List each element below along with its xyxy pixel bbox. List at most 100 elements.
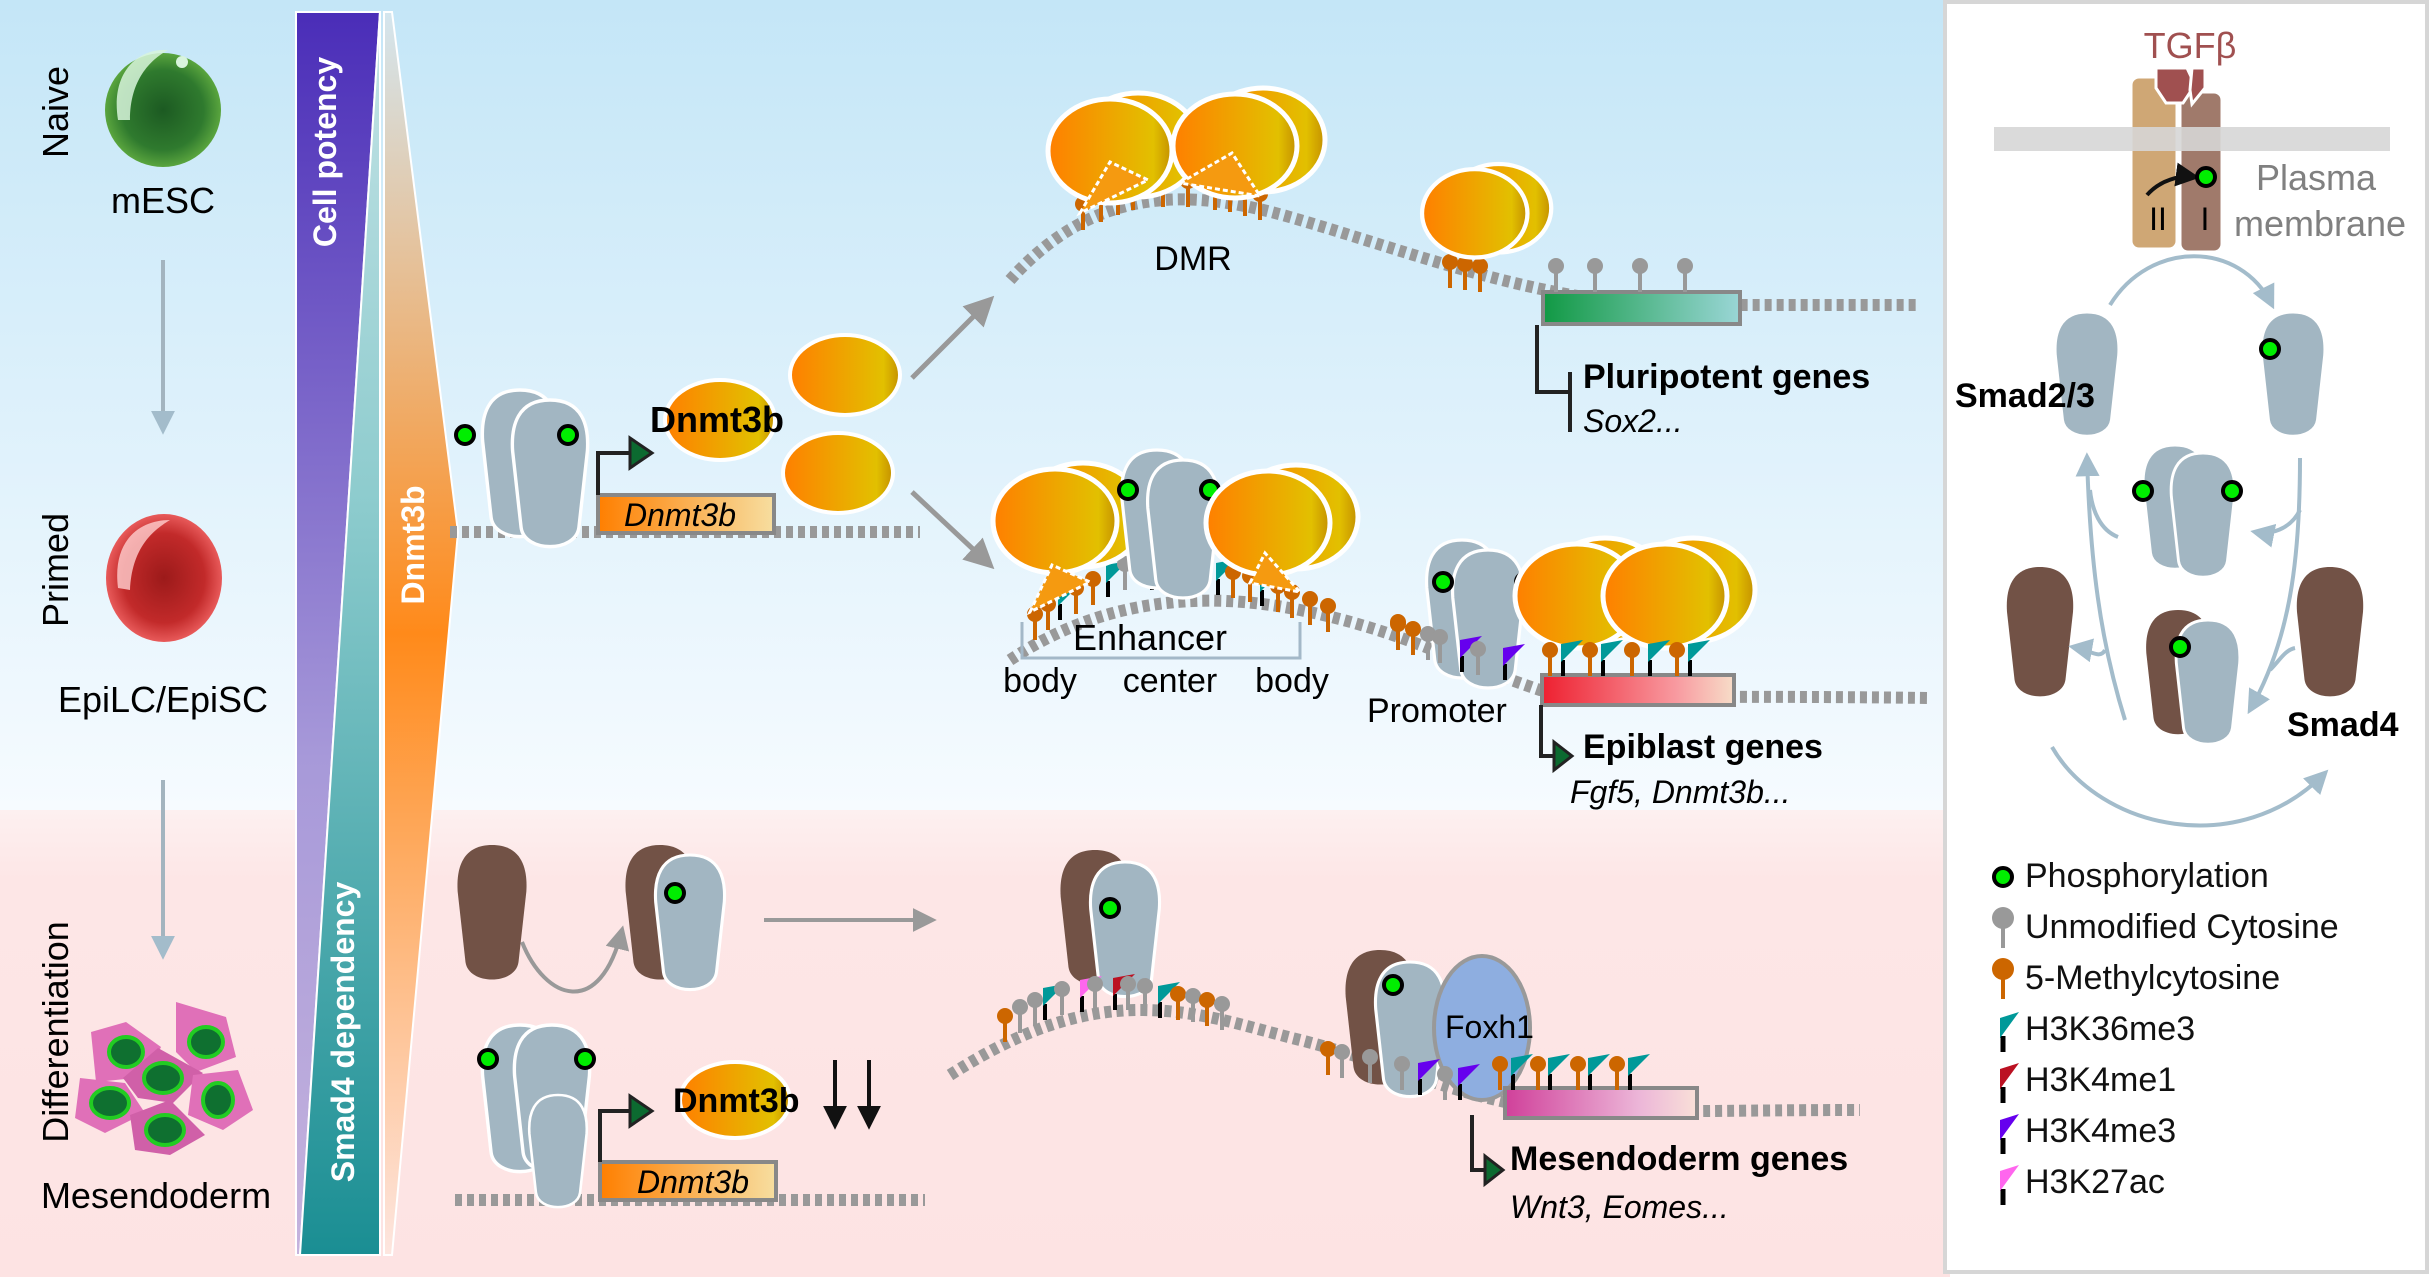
branch-arrow-up: [910, 295, 995, 380]
legend-label: 5-Methylcytosine: [2025, 959, 2280, 997]
gradient-bars: Cell potency Smad4 dependency Dnmt3b: [295, 11, 460, 1256]
unmodified-cytosine-icon: [1214, 996, 1230, 1030]
legend-item: Unmodified Cytosine: [1992, 907, 2339, 948]
branch-arrow-down: [910, 490, 995, 570]
smad4-arrow-right: [2268, 646, 2296, 672]
stage-naive: Naive mESC: [35, 49, 221, 435]
h3k36me3-icon: [1648, 640, 1670, 676]
stage-label-differentiation: Differentiation: [35, 921, 76, 1142]
legend-item: 5-Methylcytosine: [1992, 958, 2280, 999]
dnmt3b-complex: [1603, 538, 1755, 648]
legend-label: H3K36me3: [2025, 1010, 2195, 1048]
cycle-arrow-right: [2247, 457, 2302, 715]
plasma-membrane-label-1: Plasma: [2256, 157, 2377, 198]
smad4-smad23-complex: [1345, 950, 1447, 1099]
signaling-panel: TGFβ II I Plasma membrane Smad2/3: [1943, 0, 2429, 1274]
h3k4me3-icon: [1458, 1064, 1480, 1100]
methylcytosine-icon: [1405, 621, 1421, 655]
h3k36me3-icon: [1688, 640, 1710, 676]
tss-arrowhead-icon: [628, 435, 655, 471]
legend-item: H3K4me1: [2000, 1061, 2176, 1103]
mesendoderm-tss-icon: [1470, 1115, 1485, 1172]
dnmt3b-protein-label: Dnmt3b: [650, 399, 784, 440]
enhancer-label: Enhancer: [1073, 617, 1227, 658]
unmodified-cytosine-icon: [1992, 907, 2014, 948]
unmodified-cytosine-icon: [1137, 978, 1153, 1012]
methylcytosine-icon: [1170, 986, 1186, 1020]
phosphorylation-icon: [557, 424, 579, 446]
unmodified-cytosine-icon: [1334, 1044, 1350, 1078]
legend-item: H3K36me3: [2000, 1010, 2195, 1052]
smad4-label: Smad4: [2287, 706, 2399, 744]
unmodified-cytosine-icon: [1087, 976, 1103, 1010]
phosphorylation-transfer-arrow: [2145, 162, 2200, 197]
dnmt3b-gene-box-bottom: [598, 1160, 778, 1202]
epiblast-genes-examples: Fgf5, Dnmt3b...: [1570, 774, 1791, 810]
dnmt3b-bar-label: Dnmt3b: [395, 485, 431, 604]
smad23-phosphorylated-monomer: [2259, 310, 2327, 438]
smad4-smad23-complex: [1060, 850, 1162, 999]
methylcytosine-icon: [997, 1008, 1013, 1042]
legend-label: Unmodified Cytosine: [2025, 908, 2339, 946]
legend-item: Phosphorylation: [1992, 857, 2269, 895]
smad4-smad23-complex: [2146, 610, 2242, 746]
dnmt3b-complex: [1206, 465, 1358, 575]
stage-primed: Primed EpiLC/EpiSC: [35, 513, 268, 960]
methylcytosine-icon: [1457, 256, 1473, 290]
receptor-type2-label: II: [2149, 201, 2167, 237]
unmodified-cytosine-icon: [1420, 626, 1436, 660]
methylcytosine-icon: [1542, 642, 1558, 676]
methylcytosine-icon: [1442, 254, 1458, 288]
h3k4me3-icon: [1418, 1059, 1440, 1095]
methylcytosine-icon: [1530, 1056, 1546, 1090]
pluripotent-genes-title: Pluripotent genes: [1583, 358, 1870, 396]
pluripotent-cytosine-marks: [1548, 258, 1693, 292]
legend-label: H3K4me3: [2025, 1112, 2176, 1150]
smad23-monomer: [2053, 310, 2121, 438]
tss-arrow-icon: [596, 451, 632, 495]
smad4-arrow-left: [2068, 638, 2107, 663]
methylcytosine-icon: [1992, 958, 2014, 999]
stage-label-naive: Naive: [35, 66, 76, 158]
methylcytosine-icon: [1085, 571, 1101, 605]
mesc-cell-icon: [105, 49, 221, 167]
unmodified-cytosine-icon: [1587, 258, 1603, 292]
tss-arrow-icon: [598, 1109, 632, 1162]
h3k36me3-icon: [2000, 1012, 2019, 1052]
unmodified-cytosine-icon: [1362, 1049, 1378, 1083]
legend-label: Phosphorylation: [2025, 857, 2269, 895]
promoter-label: Promoter: [1367, 692, 1507, 730]
dnmt3b-level-bar: [383, 11, 460, 1256]
tgfb-ligand-label: TGFβ: [2144, 25, 2237, 66]
epiblast-tss-icon: [1539, 705, 1555, 758]
plasma-membrane-label-2: membrane: [2234, 203, 2406, 244]
smad4-recycle-arrow: [2050, 745, 2329, 828]
unmodified-cytosine-icon: [1012, 999, 1028, 1033]
tss-arrowhead-icon: [628, 1093, 655, 1129]
smad4-dependency-label: Smad4 dependency: [325, 882, 361, 1183]
unmodified-cytosine-icon: [1470, 641, 1486, 675]
unmodified-cytosine-icon: [1054, 981, 1070, 1015]
h3k36me3-icon: [1511, 1054, 1533, 1090]
pluripotent-tss-icon: [1535, 325, 1572, 432]
cell-label-mesc: mESC: [111, 180, 215, 221]
foxh1-label: Foxh1: [1445, 1009, 1534, 1045]
smad4-monomer: [457, 845, 527, 980]
mesendoderm-marks: [1320, 1041, 1650, 1100]
phosphorylation-icon: [1992, 866, 2014, 888]
bottom-pathway: Dnmt3b Dnmt3b Foxh1 Mesendoderm genes Wn…: [455, 845, 1861, 1225]
legend-label: H3K27ac: [2025, 1163, 2165, 1201]
h3k36me3-icon: [1628, 1054, 1650, 1090]
methylcytosine-icon: [1609, 1056, 1625, 1090]
methylcytosine-icon: [1390, 616, 1406, 650]
legend-item: H3K4me3: [2000, 1112, 2176, 1154]
dnmt3b-protein-bottom: [678, 1060, 792, 1140]
unmodified-cytosine-icon: [1632, 258, 1648, 292]
methylcytosine-icon: [1199, 992, 1215, 1026]
unmodified-cytosine-icon: [1432, 629, 1448, 663]
unmodified-cytosine-icon: [1677, 258, 1693, 292]
dimer-arrow-left: [2088, 489, 2119, 539]
dmr-label: DMR: [1154, 240, 1231, 278]
methylcytosine-icon: [1624, 642, 1640, 676]
h3k27ac-icon: [2000, 1165, 2019, 1205]
